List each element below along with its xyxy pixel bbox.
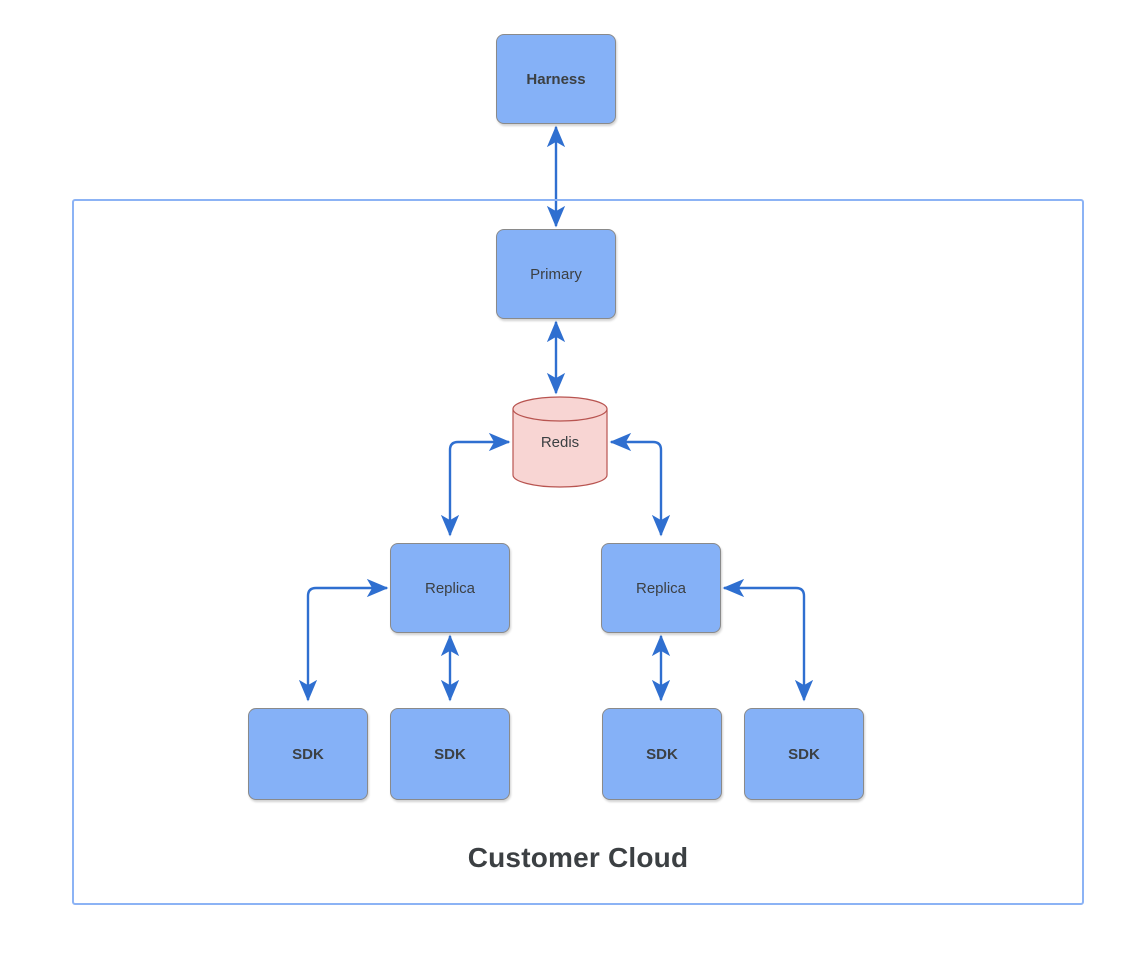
node-sdk-1-label: SDK (292, 745, 324, 763)
node-harness-label: Harness (526, 70, 586, 88)
node-sdk-2-label: SDK (434, 745, 466, 763)
edge-replica-right-redis (609, 432, 671, 537)
edge-sdk1-replica-left (298, 578, 389, 702)
customer-cloud-title: Customer Cloud (467, 842, 689, 873)
edge-replica-left-redis (440, 432, 511, 537)
node-redis[interactable]: Redis (512, 396, 608, 488)
node-replica-left[interactable]: Replica (390, 543, 510, 633)
node-replica-left-label: Replica (424, 579, 476, 597)
customer-cloud-container[interactable] (72, 199, 1084, 905)
node-sdk-2[interactable]: SDK (390, 708, 510, 800)
cylinder-shape (512, 396, 608, 488)
node-replica-right[interactable]: Replica (601, 543, 721, 633)
node-sdk-4[interactable]: SDK (744, 708, 864, 800)
node-sdk-4-label: SDK (788, 745, 820, 763)
node-replica-right-label: Replica (635, 579, 687, 597)
node-harness[interactable]: Harness (496, 34, 616, 124)
node-sdk-1[interactable]: SDK (248, 708, 368, 800)
node-sdk-3[interactable]: SDK (602, 708, 722, 800)
node-sdk-3-label: SDK (646, 745, 678, 763)
edge-sdk4-replica-right (722, 578, 814, 702)
node-primary[interactable]: Primary (496, 229, 616, 319)
node-primary-label: Primary (530, 265, 582, 283)
